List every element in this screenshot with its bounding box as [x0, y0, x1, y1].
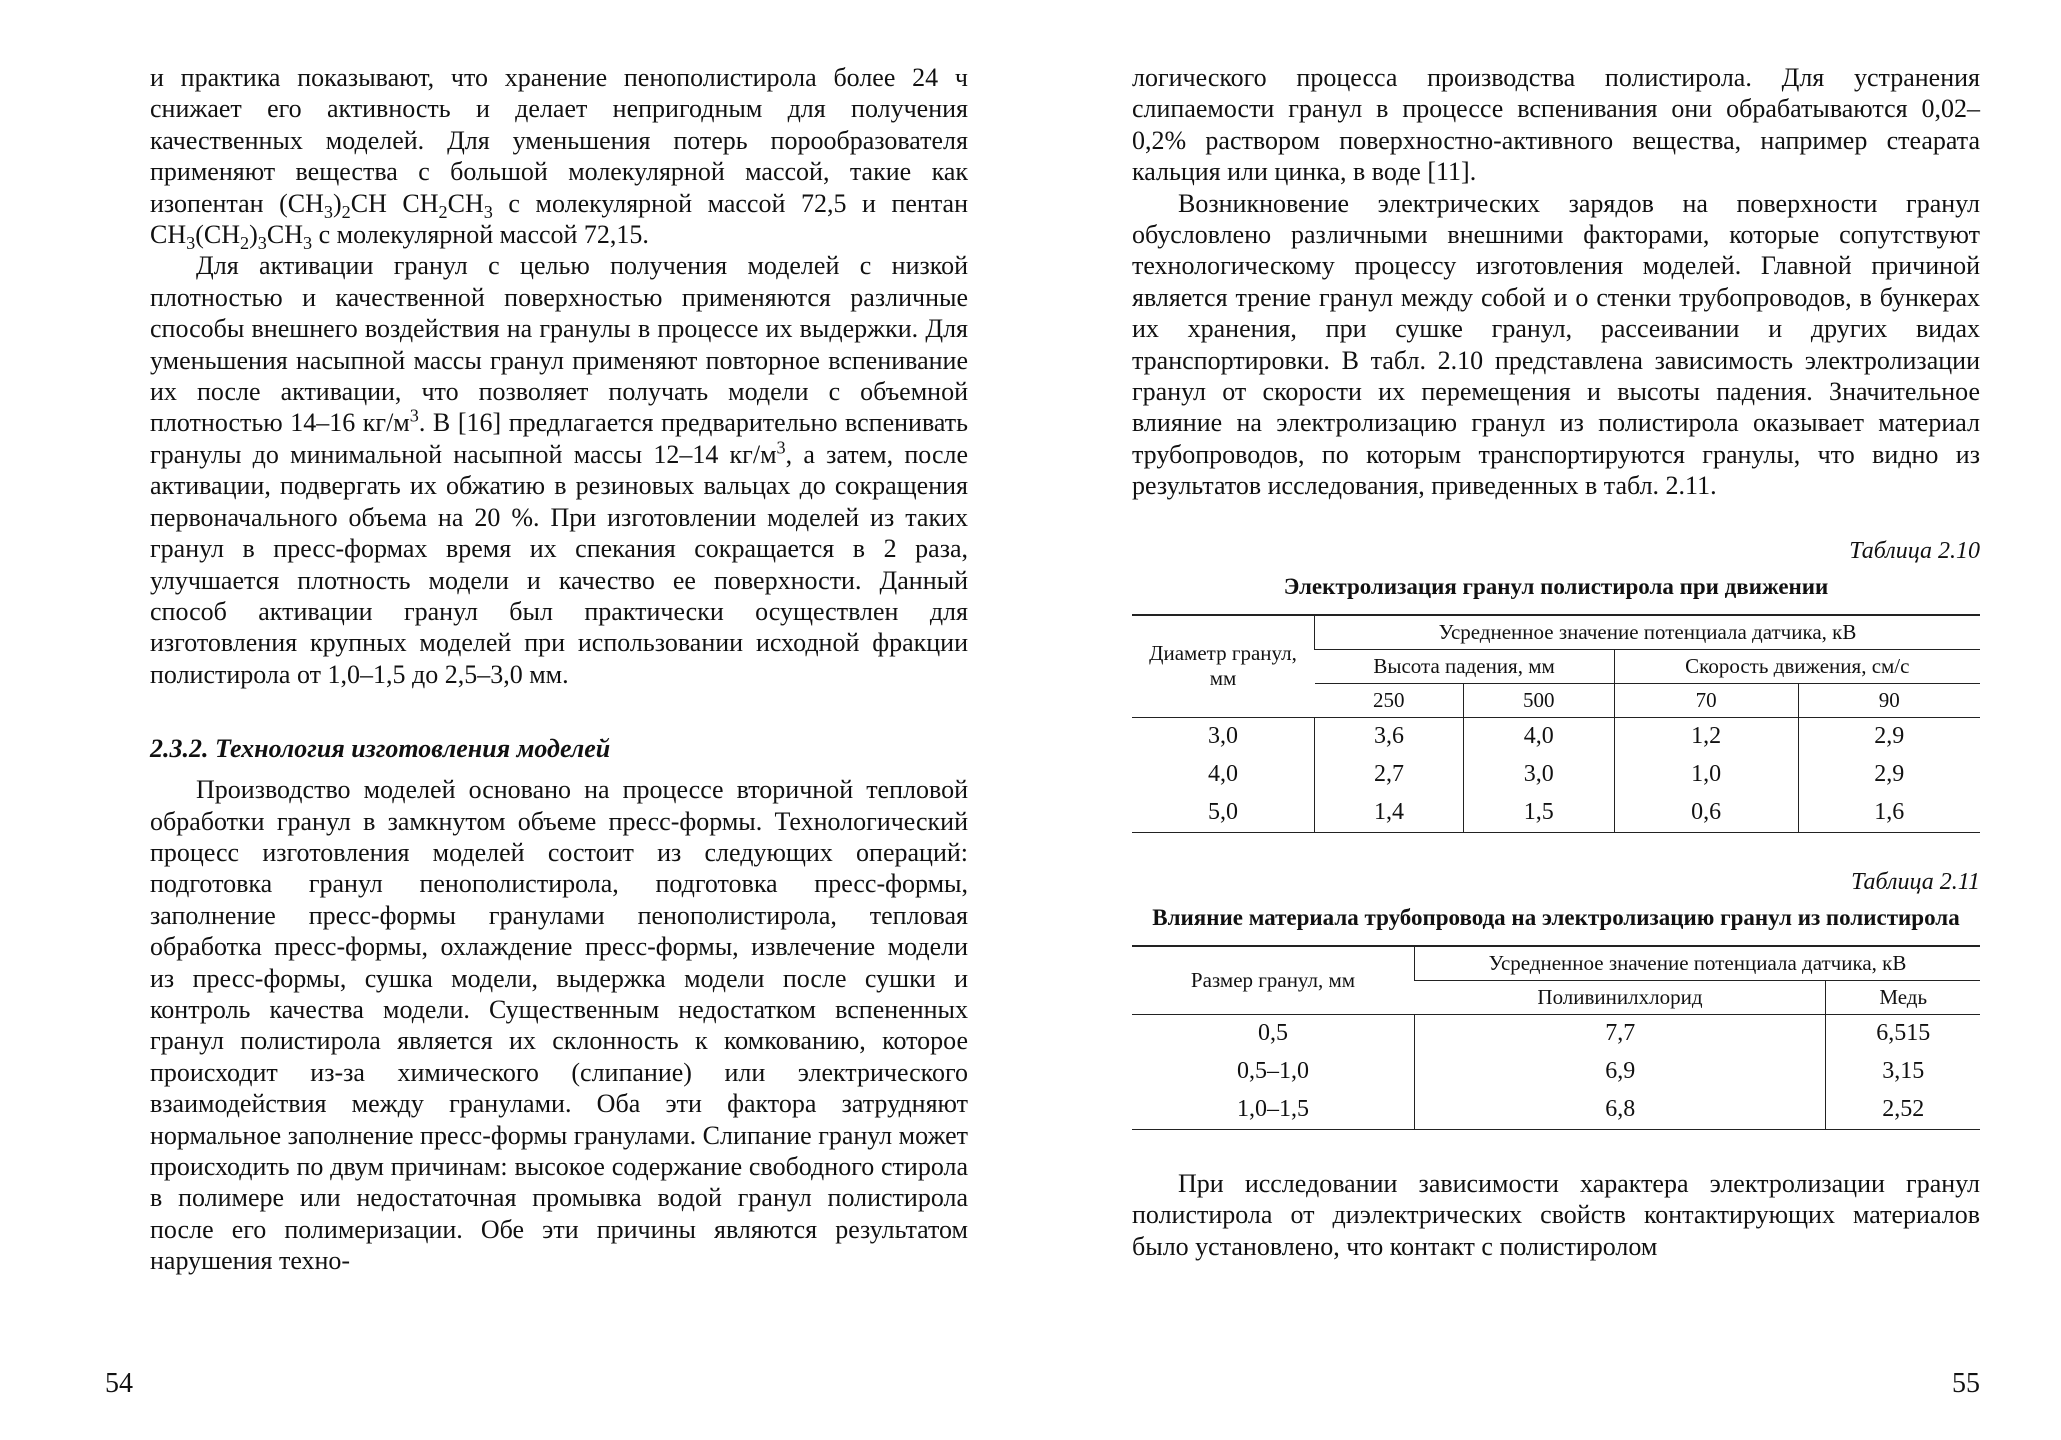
table-cell: 4,0 [1208, 761, 1238, 788]
table-cell: 1,5 [1462, 793, 1615, 833]
left-text-column: и практика показывают, что хранение пено… [150, 62, 968, 1277]
section-title: 2.3.2. Технология изготовления моделей [150, 734, 611, 764]
table-cell: 1,2 [1613, 717, 1799, 756]
table-cell: 6,9 [1413, 1052, 1826, 1091]
table-cell: 0,6 [1613, 793, 1799, 833]
table-row: 3,0 3,6 4,0 1,2 2,9 [1132, 717, 1980, 756]
table-caption: Влияние материала трубопровода на электр… [1152, 904, 1960, 930]
table-cell: 1,0–1,5 [1132, 1090, 1415, 1130]
table-row: 0,5 7,7 6,515 [1132, 1014, 1980, 1053]
column-header: Высота падения, мм [1314, 649, 1615, 684]
column-header: 500 [1462, 683, 1615, 718]
table-cell: 1,0 [1613, 755, 1799, 794]
column-header: Размер гранул, мм [1132, 944, 1415, 1015]
table-row: 4,0 2,7 3,0 1,0 2,9 [1132, 755, 1980, 794]
table-label: Таблица 2.10 [1849, 537, 1980, 564]
column-header: 90 [1797, 683, 1980, 718]
table-label: Таблица 2.11 [1851, 868, 1980, 895]
paragraph: и практика показывают, что хранение пено… [150, 63, 968, 254]
table-cell: 6,8 [1413, 1090, 1826, 1130]
table-cell: 0,5 [1258, 1020, 1288, 1047]
paragraph: Возникновение электрических зарядов на п… [1132, 188, 1980, 501]
table-cell: 2,52 [1825, 1090, 1980, 1130]
table-cell: 2,9 [1797, 717, 1980, 756]
table-row: 5,0 1,4 1,5 0,6 1,6 [1132, 793, 1980, 833]
column-header: Усредненное значение потенциала датчика,… [1414, 944, 1980, 981]
table-cell: 4,0 [1462, 717, 1615, 756]
column-header: 70 [1613, 683, 1799, 718]
table-cell: 6,515 [1825, 1014, 1980, 1053]
column-header: 250 [1314, 683, 1464, 718]
paragraph: При исследовании зависимости характера э… [1132, 1168, 1980, 1261]
paragraph: Для активации гранул с целью получения м… [150, 251, 968, 689]
table-cell: 1,4 [1314, 793, 1464, 833]
column-header: Поливинилхлорид [1414, 980, 1826, 1015]
table-cell: 2,9 [1797, 755, 1980, 794]
right-text-column: логического процесса производства полист… [1132, 62, 1980, 1262]
column-header: Диаметр гранул, мм [1132, 613, 1315, 718]
table-cell: 7,7 [1413, 1014, 1826, 1053]
page-number: 54 [105, 1368, 133, 1399]
table-caption: Электролизация гранул полистирола при дв… [1283, 573, 1829, 599]
table-2-11: Размер гранул, мм Усредненное значение п… [1132, 944, 1980, 1130]
table-row: 1,0–1,5 6,8 2,52 [1132, 1090, 1980, 1130]
table-cell: 3,15 [1825, 1052, 1980, 1091]
table-cell: 3,0 [1208, 723, 1238, 750]
column-header: Скорость движения, см/с [1613, 649, 1980, 684]
table-cell: 3,6 [1314, 717, 1464, 756]
table-2-10: Диаметр гранул, мм Усредненное значение … [1132, 613, 1980, 833]
table-cell: 0,5–1,0 [1237, 1058, 1309, 1085]
paragraph: логического процесса производства полист… [1132, 63, 1980, 187]
column-header: Усредненное значение потенциала датчика,… [1314, 613, 1980, 650]
table-row: 0,5–1,0 6,9 3,15 [1132, 1052, 1980, 1091]
page-number: 55 [1952, 1368, 1980, 1399]
table-cell: 5,0 [1132, 793, 1315, 833]
table-cell: 3,0 [1462, 755, 1615, 794]
table-cell: 1,6 [1797, 793, 1980, 833]
paragraph: Производство моделей основано на процесс… [150, 775, 968, 1276]
column-header: Медь [1825, 980, 1980, 1015]
table-cell: 2,7 [1314, 755, 1464, 794]
